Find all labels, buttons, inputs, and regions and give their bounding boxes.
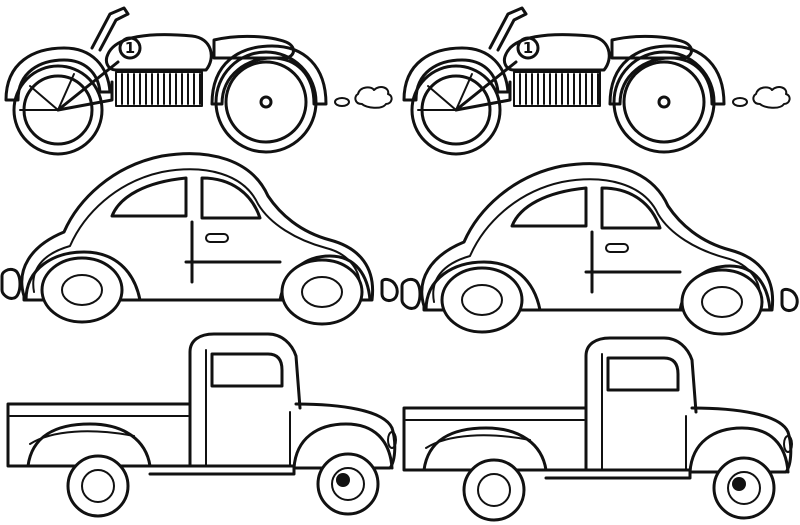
car-left <box>0 152 399 326</box>
motorcycle-right <box>402 6 792 156</box>
truck-right <box>402 336 794 522</box>
car-right <box>400 162 799 336</box>
truck-left <box>6 332 398 518</box>
motorcycle-left <box>4 6 394 156</box>
